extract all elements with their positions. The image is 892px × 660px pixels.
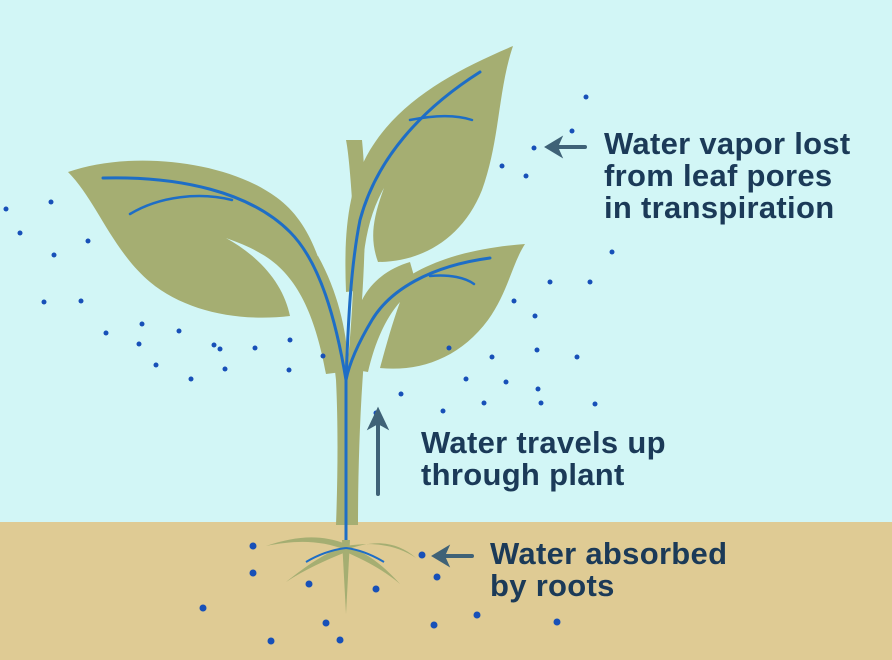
soil — [0, 522, 892, 660]
label-water-absorbed: Water absorbed by roots — [490, 536, 728, 603]
label-water-vapor: Water vapor lost from leaf pores in tran… — [604, 126, 851, 225]
leaf-right — [356, 244, 525, 372]
water-droplets — [3, 94, 615, 645]
leaf-top — [345, 46, 513, 292]
arrow-left-vapor-icon — [544, 135, 587, 159]
veins — [101, 70, 492, 577]
arrow-left-roots-icon — [431, 544, 474, 568]
leaf-left — [68, 160, 342, 374]
roots — [266, 537, 416, 614]
stem — [300, 140, 414, 525]
arrow-up-travel-icon — [366, 406, 390, 496]
label-water-travels: Water travels up through plant — [421, 425, 666, 492]
